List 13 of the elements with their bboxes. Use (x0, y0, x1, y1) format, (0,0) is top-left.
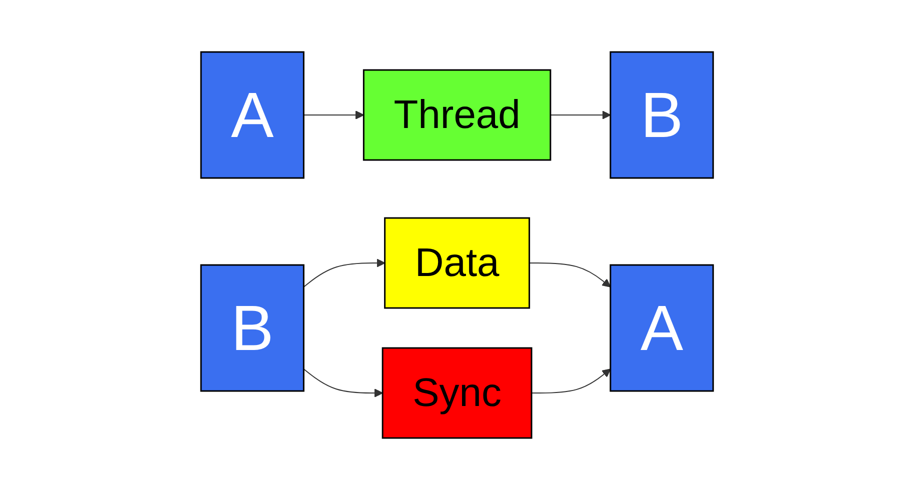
node-box: B (610, 50, 714, 178)
node-box: Sync (382, 346, 533, 438)
node-box: A (200, 50, 305, 178)
node-box: Data (384, 216, 530, 308)
arrow (550, 110, 612, 119)
arrow (304, 258, 386, 287)
arrow (304, 368, 384, 397)
arrow (531, 368, 612, 393)
node-box: Thread (363, 68, 552, 160)
arrow (304, 110, 365, 119)
arrow (529, 262, 612, 287)
node-box: A (610, 264, 714, 392)
node-box: B (200, 264, 305, 392)
